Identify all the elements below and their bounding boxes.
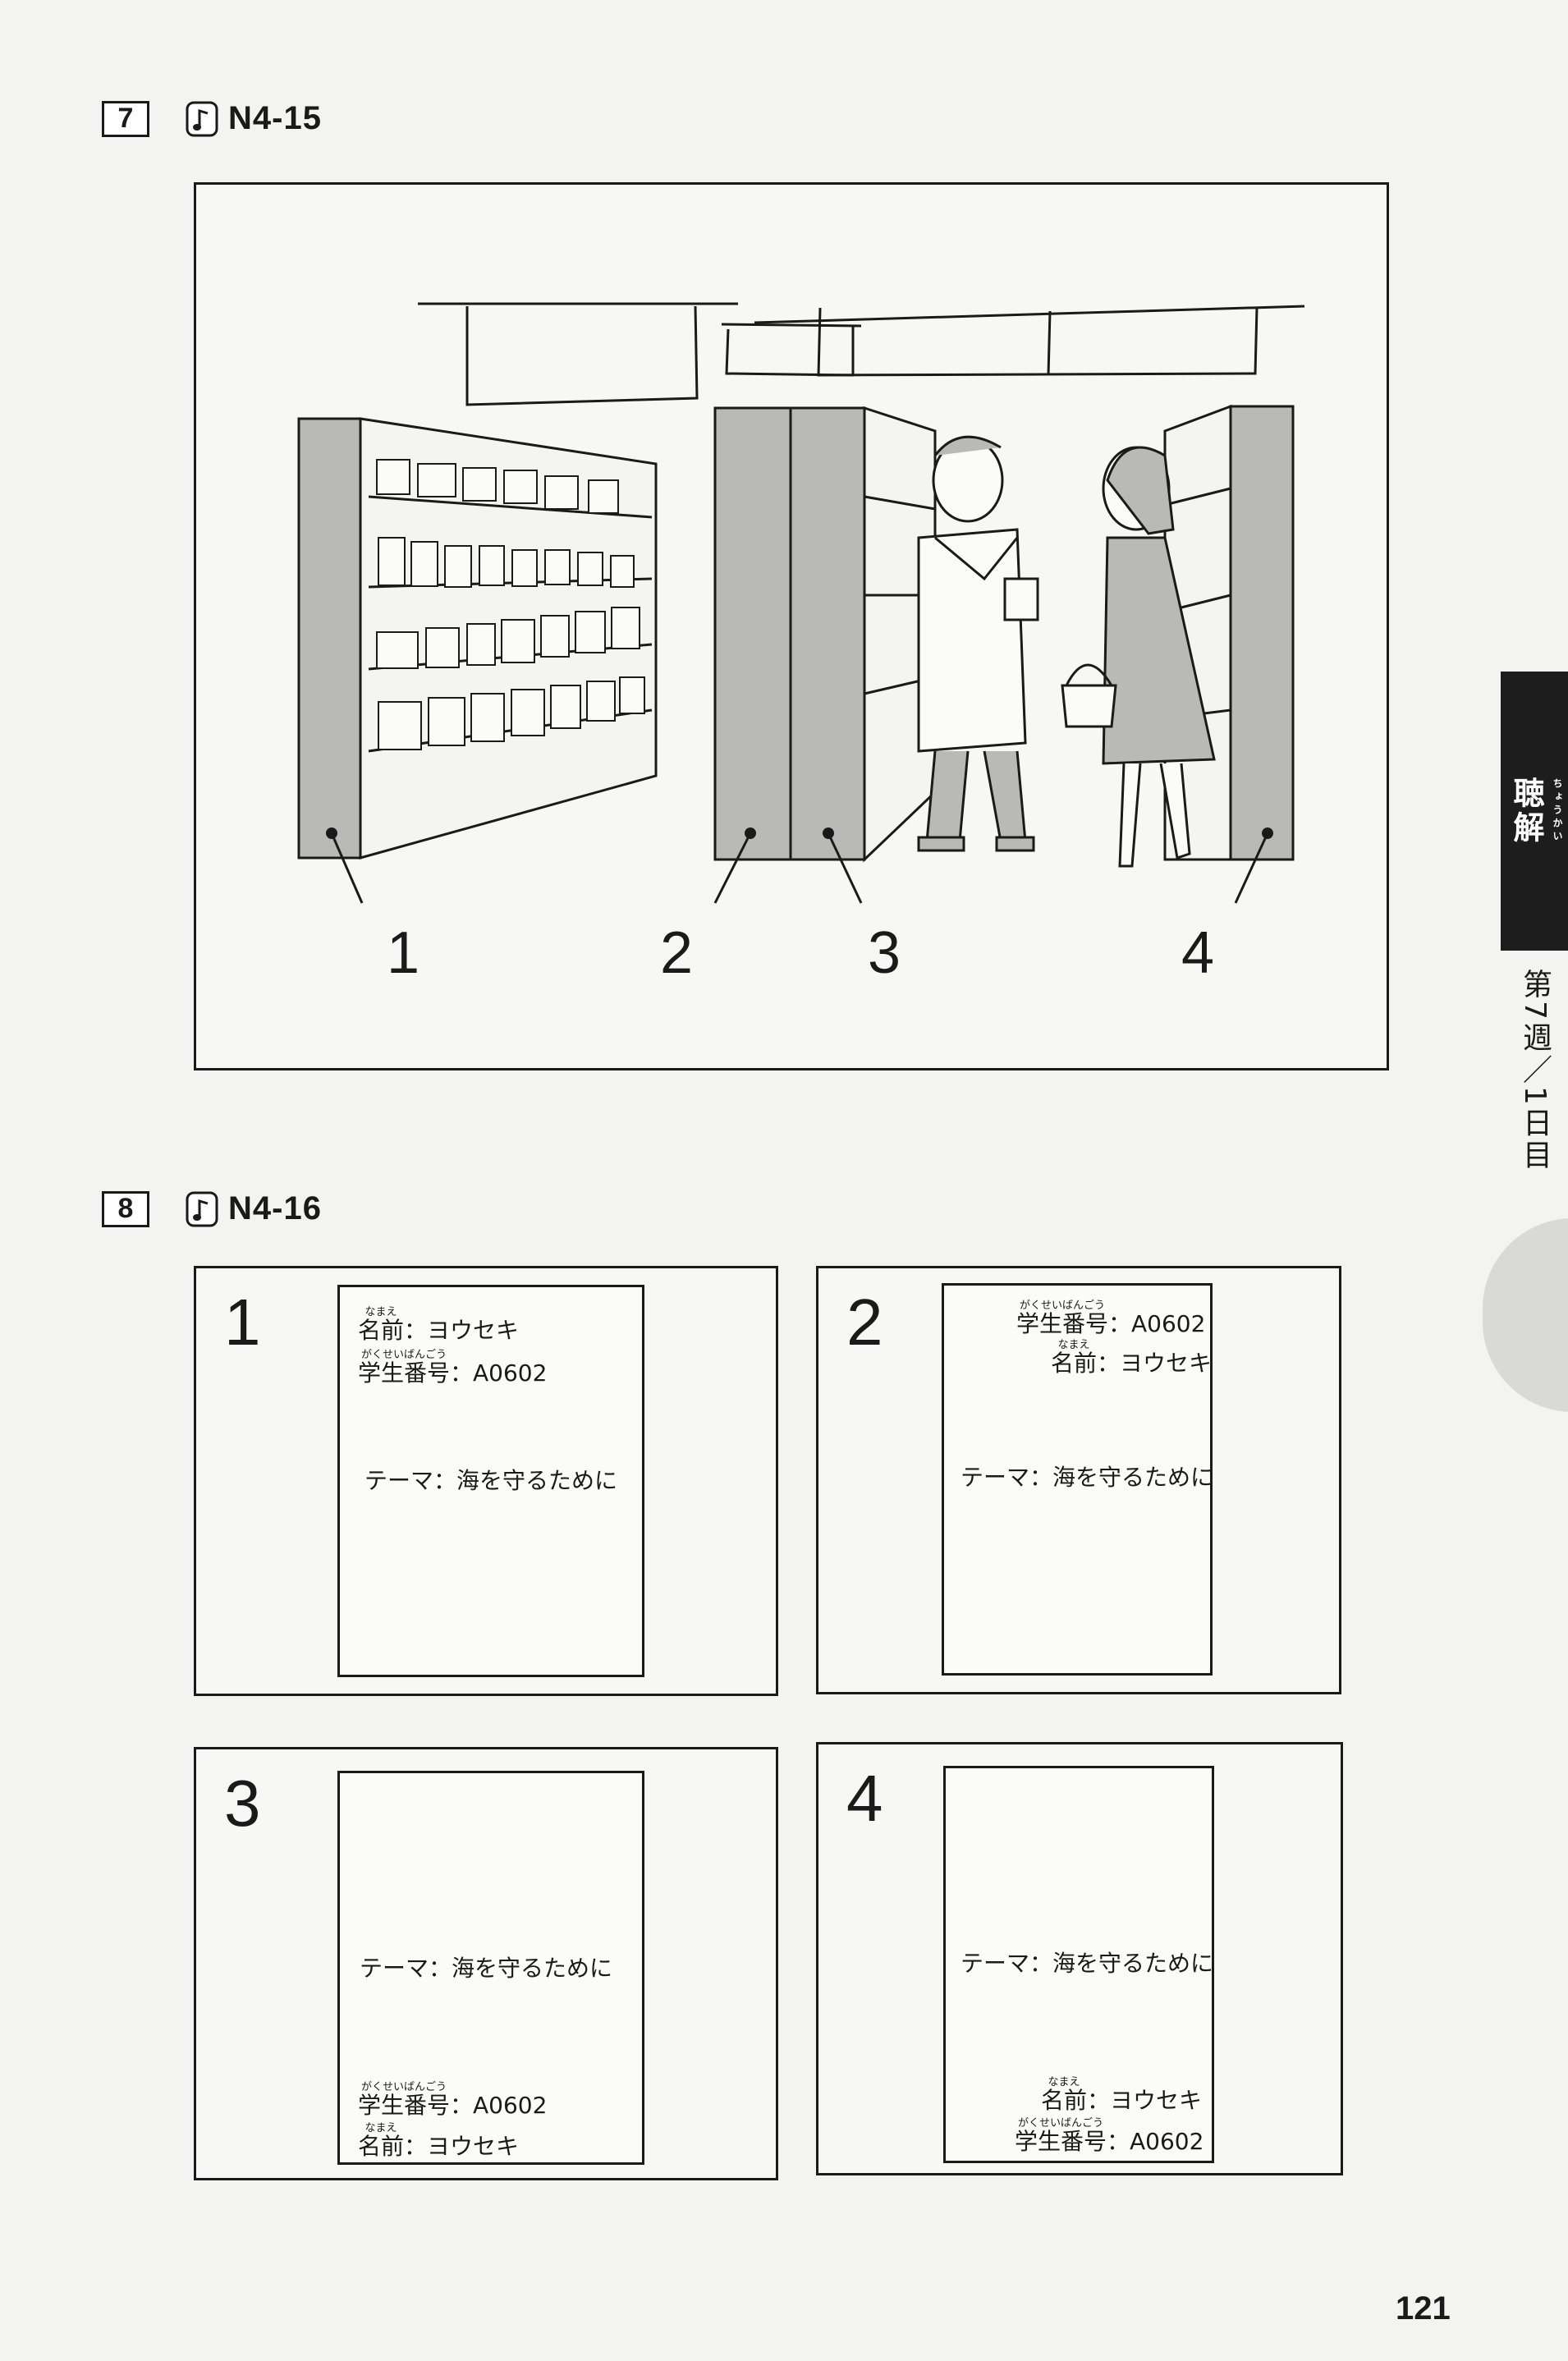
theme-line: テーマ：海を守るために <box>360 1955 613 1982</box>
option-1[interactable]: 1 なまえ名前：ヨウセキ がくせいばんごう学生番号：A0602 テーマ：海を守る… <box>194 1266 778 1696</box>
music-note-icon <box>186 101 218 136</box>
music-note-icon <box>186 1191 218 1226</box>
store-clerk <box>917 435 1039 852</box>
option-number: 3 <box>224 1767 261 1840</box>
option-4[interactable]: 4 テーマ：海を守るために なまえ名前：ヨウセキ がくせいばんごう学生番号：A0… <box>816 1742 1343 2175</box>
theme-line: テーマ：海を守るために <box>961 1464 1214 1491</box>
left-shelf <box>297 417 658 860</box>
student-number-line: がくせいばんごう学生番号：A0602 <box>358 1349 548 1387</box>
section-title: 聴解 <box>1508 777 1544 846</box>
question-8-header: 8 N4-16 <box>102 1190 322 1227</box>
section-ruby: ちょうかい <box>1552 778 1563 844</box>
name-line: なまえ名前：ヨウセキ <box>358 2122 520 2160</box>
option-number: 1 <box>224 1286 261 1359</box>
student-number-line: がくせいばんごう学生番号：A0602 <box>358 2081 548 2119</box>
center-shelves <box>713 406 937 863</box>
name-card: がくせいばんごう学生番号：A0602 なまえ名前：ヨウセキ テーマ：海を守るため… <box>942 1283 1213 1676</box>
store-aisle-illustration: 1 2 3 4 <box>194 182 1389 1070</box>
name-card: テーマ：海を守るために がくせいばんごう学生番号：A0602 なまえ名前：ヨウセ… <box>337 1771 644 2165</box>
shopper-woman <box>1061 446 1216 868</box>
theme-line: テーマ：海を守るために <box>961 1950 1214 1977</box>
option-2[interactable]: 2 がくせいばんごう学生番号：A0602 なまえ名前：ヨウセキ テーマ：海を守る… <box>816 1266 1341 1694</box>
section-tab: 聴解 ちょうかい <box>1501 672 1568 951</box>
student-number-line: がくせいばんごう学生番号：A0602 <box>1015 2117 1204 2155</box>
name-card: なまえ名前：ヨウセキ がくせいばんごう学生番号：A0602 テーマ：海を守るため… <box>337 1285 644 1677</box>
track-id: N4-15 <box>228 100 322 136</box>
shelf-label-3: 3 <box>868 920 901 986</box>
question-7-header: 7 N4-15 <box>102 100 322 137</box>
shelf-label-4: 4 <box>1181 920 1214 986</box>
question-number: 7 <box>102 100 149 137</box>
leader-lines <box>330 832 1269 904</box>
track-id: N4-16 <box>228 1190 322 1226</box>
name-line: なまえ名前：ヨウセキ <box>358 1306 520 1344</box>
name-card: テーマ：海を守るために なまえ名前：ヨウセキ がくせいばんごう学生番号：A060… <box>943 1766 1214 2163</box>
option-number: 4 <box>846 1762 883 1835</box>
ceiling-signs <box>418 302 1305 406</box>
page-number: 121 <box>1396 2290 1451 2327</box>
option-3[interactable]: 3 テーマ：海を守るために がくせいばんごう学生番号：A0602 なまえ名前：ヨ… <box>194 1747 778 2180</box>
aisle-scene: 1 2 3 4 <box>297 302 1305 986</box>
thumb-index-tab <box>1483 1218 1568 1412</box>
shelf-label-2: 2 <box>660 920 693 986</box>
shelf-label-1: 1 <box>387 920 420 986</box>
theme-line: テーマ：海を守るために <box>364 1467 618 1494</box>
student-number-line: がくせいばんごう学生番号：A0602 <box>1016 1300 1206 1337</box>
name-line: なまえ名前：ヨウセキ <box>1051 1339 1213 1377</box>
week-day-label: 第7週／1日目 <box>1518 969 1552 1171</box>
name-line: なまえ名前：ヨウセキ <box>1041 2076 1203 2114</box>
option-number: 2 <box>846 1286 883 1359</box>
question-number: 8 <box>102 1190 149 1227</box>
